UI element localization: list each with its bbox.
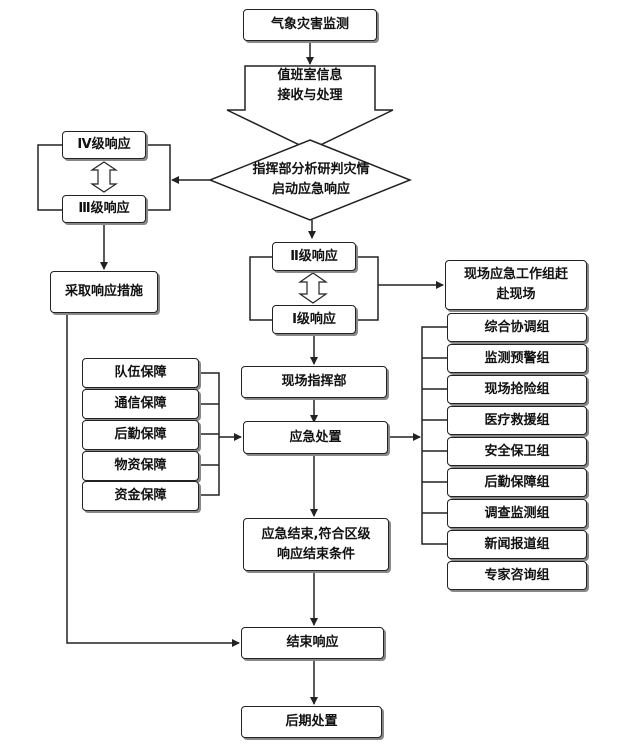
level34-double-arrow (90, 161, 118, 193)
response-measures-box: 采取响应措施 (50, 271, 158, 313)
duty-room-label-line2: 接收与处理 (277, 88, 343, 103)
level4-response-box: Ⅳ级响应 (62, 131, 146, 159)
level21-bracket (249, 256, 272, 321)
groups-bracket (421, 326, 447, 545)
support-item: 资金保障 (82, 481, 199, 511)
support-item: 后勤保障 (82, 420, 199, 450)
hq-analysis-label: 指挥部分析研判灾情 启动应急响应 (226, 160, 396, 200)
weather-disaster-monitoring-box: 气象灾害监测 (243, 9, 377, 41)
group-item: 后勤保障组 (447, 468, 587, 497)
support-item: 通信保障 (82, 389, 199, 419)
emergency-handling-box: 应急处置 (243, 421, 388, 454)
onsite-command-box: 现场指挥部 (241, 366, 387, 398)
duty-room-label: 值班室信息 接收与处理 (250, 66, 370, 106)
group-item: 专家咨询组 (447, 561, 587, 590)
level1-response-box: Ⅰ级响应 (272, 305, 356, 334)
duty-room-hollow-arrow (226, 65, 394, 151)
end-condition-line2: 响应结束条件 (276, 546, 355, 562)
group-item: 安全保卫组 (447, 437, 587, 466)
hq-analysis-line1: 指挥部分析研判灾情 (252, 162, 370, 177)
group-item: 新闻报道组 (447, 530, 587, 559)
group-item: 医疗救援组 (447, 406, 587, 435)
level34-bracket (37, 144, 62, 211)
level21-bracket-right (356, 256, 379, 321)
level2-response-box: Ⅱ级响应 (272, 242, 356, 271)
end-response-box: 结束响应 (241, 627, 384, 659)
support-item: 队伍保障 (82, 358, 199, 388)
onsite-work-team-line1: 现场应急工作组赶 (463, 267, 568, 282)
arrow-measures-to-end-response (66, 314, 240, 647)
level34-bracket-right (146, 144, 171, 211)
end-condition-line1: 应急结束,符合区级 (261, 526, 371, 542)
onsite-work-team-box: 现场应急工作组赶 赴现场 (445, 260, 587, 310)
level21-double-arrow (298, 272, 328, 304)
hq-analysis-line2: 启动应急响应 (271, 182, 350, 197)
duty-room-label-line1: 值班室信息 (277, 68, 343, 83)
level3-response-box: Ⅲ级响应 (62, 195, 146, 223)
support-item: 物资保障 (82, 451, 199, 481)
group-item: 综合协调组 (447, 313, 587, 342)
hq-analysis-diamond (207, 139, 413, 221)
group-item: 现场抢险组 (447, 375, 587, 404)
group-item: 监测预警组 (447, 344, 587, 373)
end-condition-box: 应急结束,符合区级 响应结束条件 (243, 518, 389, 571)
group-item: 调查监测组 (447, 499, 587, 528)
aftermath-box: 后期处置 (241, 706, 382, 738)
onsite-work-team-line2: 赴现场 (496, 287, 536, 302)
